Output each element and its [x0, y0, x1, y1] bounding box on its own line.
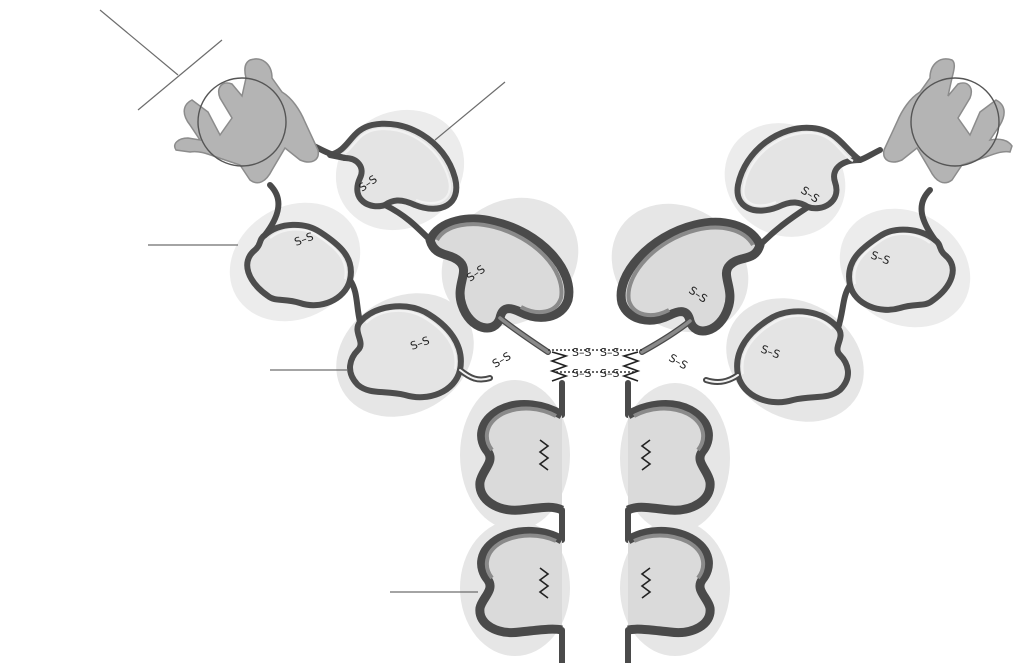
hinge-region: S–S S–S S–S S–S — [548, 346, 642, 381]
right-hinge-zigzag — [624, 352, 638, 381]
heavy-variable-leader — [435, 82, 505, 140]
antigen-site-crossbar — [138, 40, 222, 110]
right-interchain-disulfide: S–S — [667, 351, 690, 372]
hinge-disulfide-3: S–S — [572, 367, 591, 380]
hinge-disulfide-4: S–S — [600, 367, 619, 380]
left-interchain-disulfide: S–S — [490, 350, 513, 371]
right-antigen — [884, 59, 1012, 183]
fc-stem — [460, 380, 730, 663]
hinge-disulfide-2: S–S — [600, 346, 619, 359]
left-heavy-chain-inner — [500, 318, 548, 352]
right-ch3-domain — [628, 531, 710, 632]
left-hinge-zigzag — [552, 352, 566, 381]
right-antigen-binding-site — [884, 59, 1012, 183]
hinge-disulfide-1: S–S — [572, 346, 591, 359]
left-ch3-domain — [480, 531, 562, 632]
antigen-site-leader — [100, 10, 178, 75]
left-antigen-binding-site — [175, 59, 319, 183]
